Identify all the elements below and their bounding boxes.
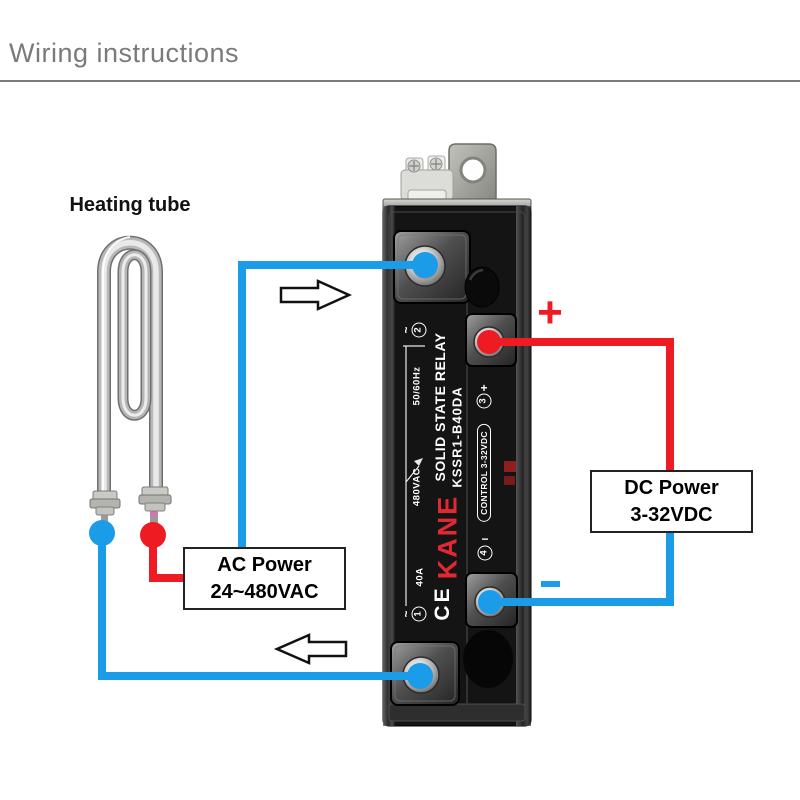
relay-voltage: 480VAC xyxy=(411,467,423,507)
dc-minus-sign xyxy=(541,581,560,587)
ac-power-line1: AC Power xyxy=(217,553,312,576)
ce-mark: CE xyxy=(431,585,454,621)
ac-power-label-box: AC Power 24~480VAC xyxy=(183,547,346,610)
terminal-3-number: 3 xyxy=(476,393,492,409)
relay-frequency: 50/60Hz xyxy=(411,366,423,406)
connection-dot xyxy=(407,663,433,689)
dc-power-line2: 3-32VDC xyxy=(630,503,713,526)
connection-dot xyxy=(478,590,502,614)
relay-model: KSSR1-B40DA xyxy=(449,386,465,488)
top-connector xyxy=(400,155,454,203)
connection-dot xyxy=(89,520,115,546)
terminal-2-number: 2 xyxy=(411,322,427,338)
ac-power-line2: 24~480VAC xyxy=(210,580,319,603)
mounting-hole xyxy=(459,156,487,184)
dc-plus-sign: + xyxy=(537,288,563,337)
relay-current: 40A xyxy=(414,567,426,587)
connection-dot xyxy=(412,252,438,278)
page-title: Wiring instructions xyxy=(9,38,240,68)
title-divider xyxy=(0,80,800,82)
wire-relay-to-dc-plus-red xyxy=(489,338,674,480)
terminal-1-number: 1 xyxy=(411,606,427,622)
connection-dot xyxy=(477,330,501,354)
terminal-4-minus-sign: − xyxy=(481,532,489,546)
wire-dc-minus-to-relay-blue xyxy=(490,526,674,606)
heating-tube-left-fitting xyxy=(89,490,121,524)
relay-brand: KANE xyxy=(432,494,463,580)
terminal-4-number: 4 xyxy=(477,545,493,561)
wires xyxy=(89,252,674,689)
terminal-3-plus-sign: + xyxy=(480,381,488,395)
wire-heater-to-relay-blue xyxy=(98,533,420,680)
connection-dot xyxy=(140,522,166,548)
flow-arrow-right-icon xyxy=(279,279,353,311)
wire-ac-to-relay-blue xyxy=(238,261,425,552)
flow-arrow-left-icon xyxy=(273,633,348,665)
heating-tube-right-fitting xyxy=(138,486,172,525)
relay-control-spec: CONTROL 3-32VDC xyxy=(477,424,491,522)
heating-tube-image xyxy=(89,235,172,525)
heating-tube-label: Heating tube xyxy=(69,194,191,216)
dc-power-line1: DC Power xyxy=(624,476,719,499)
relay-product-name: SOLID STATE RELAY xyxy=(432,332,448,482)
dc-power-label-box: DC Power 3-32VDC xyxy=(590,470,753,533)
